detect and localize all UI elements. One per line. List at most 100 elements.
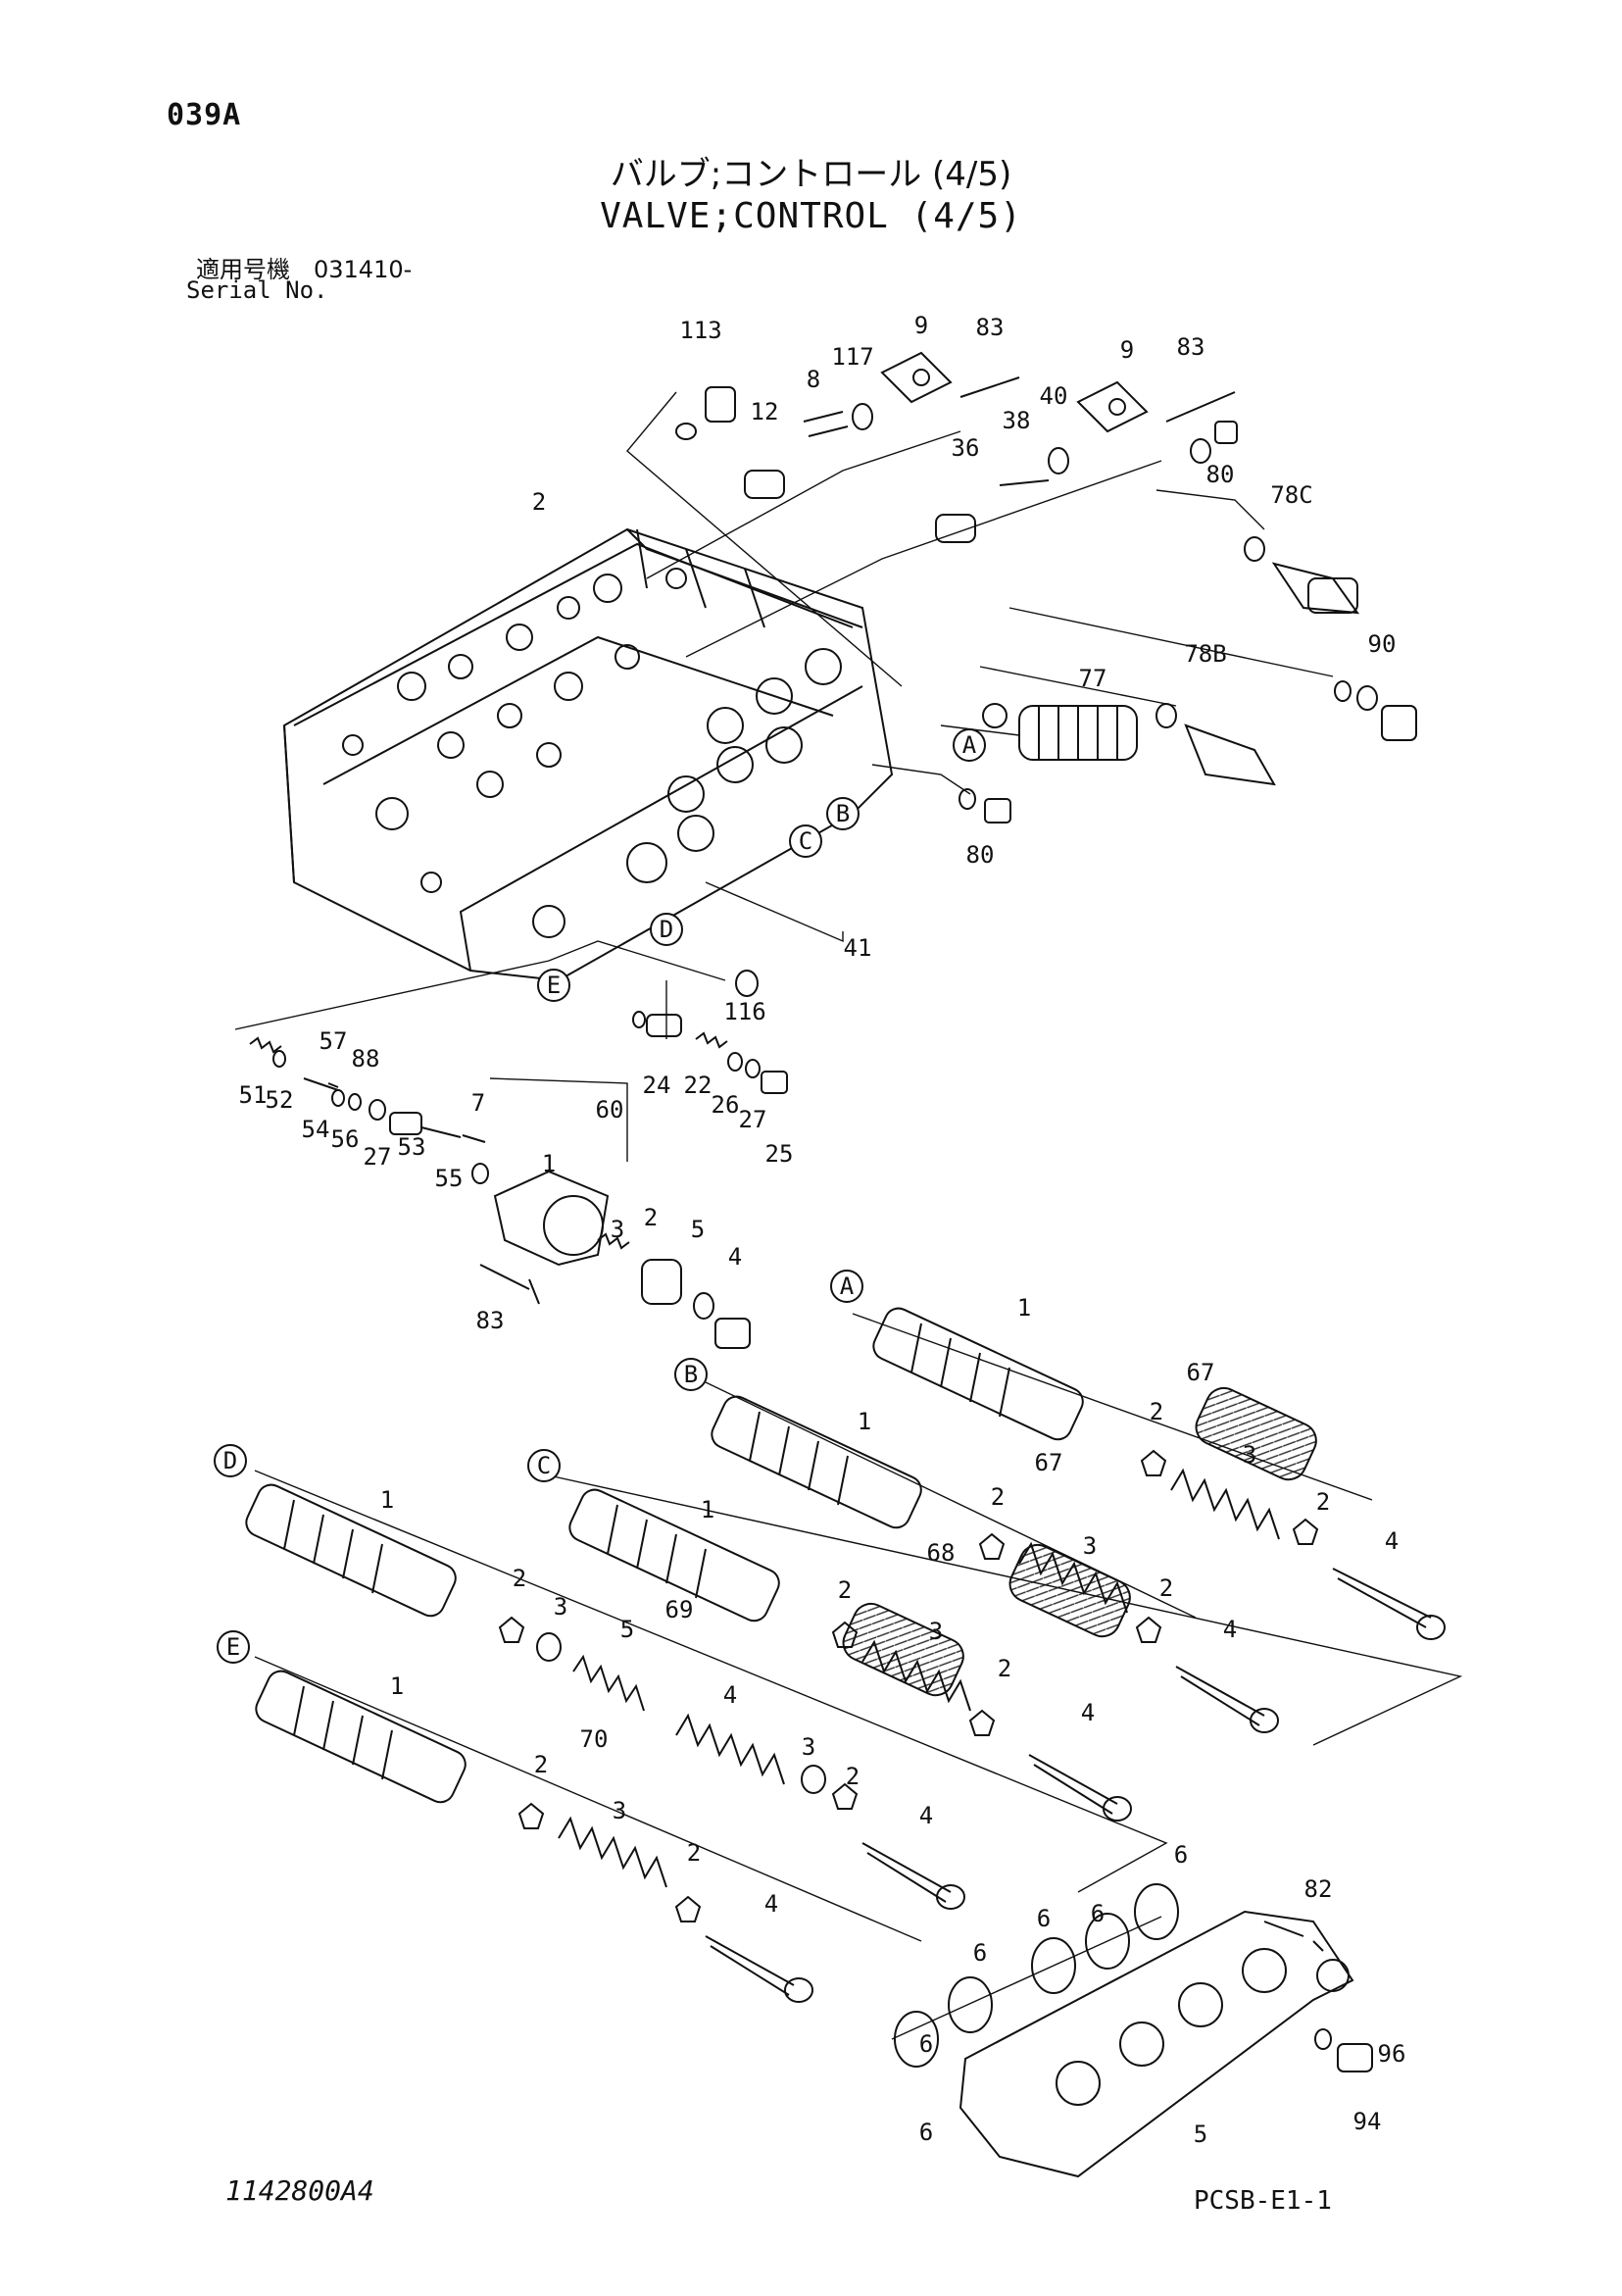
callout-9: 9 (914, 312, 928, 339)
callout-96: 96 (1378, 2040, 1406, 2068)
callout-90: 90 (1368, 630, 1397, 658)
callout-1: 1 (542, 1150, 556, 1177)
serial-label-english: Serial No. (186, 276, 328, 304)
callout-38: 38 (1003, 407, 1031, 434)
callout-3: 3 (1083, 1532, 1097, 1560)
callout-80: 80 (1206, 461, 1235, 488)
svg-text:E: E (226, 1633, 240, 1661)
callout-2: 2 (1150, 1398, 1163, 1425)
callout-2: 2 (991, 1483, 1005, 1511)
callout-1: 1 (390, 1672, 404, 1700)
spool-springs (498, 1449, 1446, 2003)
svg-text:A: A (840, 1273, 855, 1300)
callout-6: 6 (919, 2030, 933, 2058)
callout-4: 4 (1385, 1527, 1399, 1555)
callout-5: 5 (1194, 2121, 1207, 2148)
svg-text:D: D (223, 1447, 237, 1474)
callout-2: 2 (1316, 1488, 1330, 1516)
callout-67: 67 (1035, 1449, 1063, 1476)
callout-77: 77 (1079, 665, 1107, 692)
callout-3: 3 (611, 1216, 624, 1243)
callout-2: 2 (513, 1565, 526, 1592)
svg-text:E: E (547, 972, 561, 999)
callout-70: 70 (580, 1725, 609, 1753)
callout-116: 116 (723, 998, 765, 1025)
callout-6: 6 (1174, 1841, 1188, 1869)
callout-6: 6 (1037, 1905, 1051, 1932)
callout-68: 68 (927, 1539, 956, 1567)
callout-3: 3 (613, 1797, 626, 1824)
callout-51: 51 (239, 1081, 268, 1109)
callout-36: 36 (952, 434, 980, 462)
page-code: 039A (167, 98, 242, 132)
section-marker-b: B (674, 1358, 708, 1391)
callout-2: 2 (838, 1576, 852, 1604)
svg-text:D: D (660, 916, 673, 943)
title-english: VALVE;CONTROL (4/5) (600, 196, 1022, 236)
svg-text:B: B (836, 800, 850, 827)
callout-4: 4 (1081, 1699, 1095, 1726)
callout-60: 60 (596, 1096, 624, 1123)
cover-and-seals (894, 1883, 1373, 2178)
callout-94: 94 (1353, 2108, 1382, 2135)
callout-6: 6 (1091, 1900, 1105, 1927)
callout-4: 4 (919, 1802, 933, 1829)
section-marker-c: C (527, 1449, 561, 1482)
svg-text:C: C (799, 827, 812, 855)
callout-2: 2 (1159, 1574, 1173, 1602)
section-marker-a: A (953, 728, 986, 762)
callout-41: 41 (844, 934, 872, 962)
callout-7: 7 (471, 1089, 485, 1117)
callout-83: 83 (1177, 333, 1205, 361)
callout-83: 83 (976, 314, 1005, 341)
title-japanese: バルブ;コントロール (4/5) (610, 155, 1012, 194)
section-marker-b: B (826, 797, 860, 830)
callout-24: 24 (643, 1072, 671, 1099)
valve-body-drawing (249, 351, 1417, 1349)
callout-2: 2 (687, 1839, 701, 1867)
section-marker-c: C (789, 824, 822, 858)
callout-4: 4 (723, 1681, 737, 1709)
callout-25: 25 (765, 1140, 794, 1168)
section-marker-e: E (537, 969, 570, 1002)
sheet-code: PCSB-E1-1 (1194, 2186, 1332, 2216)
callout-4: 4 (764, 1890, 778, 1918)
callout-3: 3 (802, 1733, 815, 1761)
callout-56: 56 (331, 1125, 360, 1153)
callout-26: 26 (712, 1091, 740, 1119)
callout-5: 5 (691, 1216, 705, 1243)
callout-8: 8 (807, 366, 820, 393)
section-marker-d: D (214, 1444, 247, 1477)
callout-3: 3 (1243, 1441, 1256, 1469)
callout-3: 3 (554, 1593, 567, 1621)
callout-3: 3 (929, 1618, 943, 1645)
callout-27: 27 (364, 1143, 392, 1171)
spools (245, 1307, 1317, 1804)
callout-5: 5 (620, 1616, 634, 1643)
callout-117: 117 (831, 343, 873, 371)
callout-2: 2 (998, 1655, 1011, 1682)
callout-1: 1 (701, 1496, 714, 1523)
callout-2: 2 (644, 1204, 658, 1231)
callout-88: 88 (352, 1045, 380, 1073)
callout-9: 9 (1120, 336, 1134, 364)
callout-52: 52 (266, 1086, 294, 1114)
callout-4: 4 (1223, 1616, 1237, 1643)
callout-83: 83 (476, 1307, 505, 1334)
callout-40: 40 (1040, 382, 1068, 410)
callout-55: 55 (435, 1165, 464, 1192)
leader-lines (234, 391, 1463, 2040)
callout-57: 57 (319, 1027, 348, 1055)
serial-label-japanese: 適用号機 031410- (196, 256, 413, 283)
callout-53: 53 (398, 1133, 426, 1161)
callout-80: 80 (966, 841, 995, 869)
section-marker-d: D (650, 913, 683, 946)
callout-6: 6 (973, 1939, 987, 1967)
callout-1: 1 (1017, 1294, 1031, 1322)
callout-1: 1 (858, 1408, 871, 1435)
callout-54: 54 (302, 1116, 330, 1143)
callout-6: 6 (919, 2119, 933, 2146)
